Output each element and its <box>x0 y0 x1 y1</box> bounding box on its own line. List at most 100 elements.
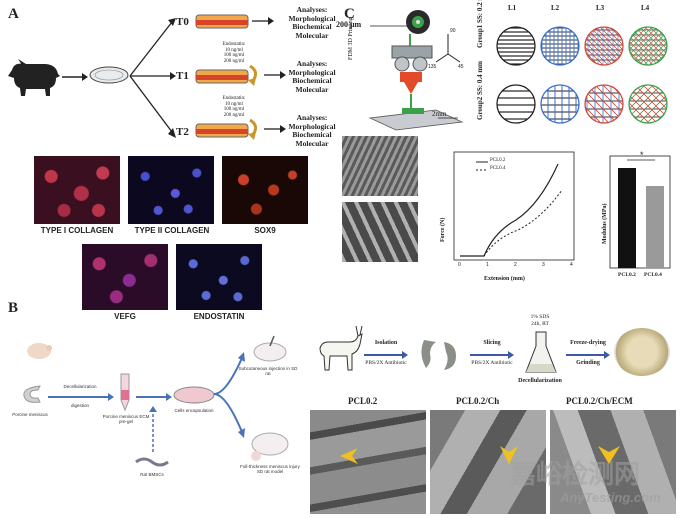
culture-dish-icon <box>195 118 257 140</box>
bmsc-cell-icon <box>135 457 169 467</box>
modulus-ylabel: Modulus (MPa) <box>602 203 608 245</box>
panel-c-letter: C <box>344 6 355 22</box>
label-rat-bmscs: Rat BMSCs <box>140 472 164 477</box>
stain-label: ENDOSTATIN <box>193 312 245 321</box>
bar-category: PCL0.2 <box>618 272 636 278</box>
label-digestion: digestion <box>70 403 89 408</box>
label-pbs-antibiotic: PBS/2X Antibiotic <box>471 360 513 366</box>
branch-arrows <box>129 18 176 138</box>
label-porcine-meniscus: Porcine meniscus <box>12 412 48 417</box>
group2-label: Group2 SS: 0.4 mm <box>476 61 484 120</box>
rat-injection-icon <box>253 335 287 362</box>
stain-label: VEFG <box>114 312 136 321</box>
layer-label: L1 <box>508 4 517 12</box>
watermark-text-en: AnyTesting.com <box>560 490 661 505</box>
infill-pattern-grid <box>496 26 668 124</box>
bar-pcl-0-2 <box>618 168 636 268</box>
fdm-printer-diagram <box>368 10 464 131</box>
branch-arrows <box>213 352 245 438</box>
sem-label: PCL0.2/Ch <box>456 396 500 406</box>
scale-label-200um: 200 μm <box>336 20 362 29</box>
petri-dish-icon <box>89 66 129 84</box>
angle-label: 45 <box>458 64 464 70</box>
arrow-icon <box>62 73 88 81</box>
arrowhead-icon <box>598 446 620 464</box>
stain-label: TYPE I COLLAGEN <box>40 226 114 235</box>
layer-label: L2 <box>551 4 560 12</box>
arrow-icon <box>264 125 286 133</box>
arrow-icon <box>470 351 514 359</box>
panel-a-letter: A <box>8 6 19 22</box>
panel-b-letter: B <box>8 300 19 316</box>
micrograph-endostatin <box>176 244 262 310</box>
sem-label: PCL0.2/Ch/ECM <box>566 396 633 406</box>
arrowhead-icon <box>500 446 518 464</box>
force-ylabel: Force (N) <box>440 217 446 242</box>
flask-icon <box>525 331 557 373</box>
arrowhead-icon <box>340 448 358 464</box>
layer-label: L4 <box>641 4 650 12</box>
force-extension-chart <box>453 151 575 261</box>
series-line-pcl-0-2 <box>460 163 559 257</box>
sem-image-pcl-0-4 <box>342 202 418 262</box>
label-decellularization: Decellularization <box>63 384 97 389</box>
stain-label: TYPE II COLLAGEN <box>134 226 210 235</box>
culture-dish-icon <box>195 14 249 29</box>
label-ecm-pregel: Porcine meniscus ECM pre-gel <box>102 414 150 424</box>
ecm-powder-image <box>614 328 670 376</box>
micrograph-sox9 <box>222 156 308 224</box>
arrow-icon <box>48 393 114 401</box>
goat-icon <box>319 325 363 371</box>
label-cells-encapsulation: Cells encapsulation <box>174 408 214 413</box>
label-time: 24h, RT <box>531 321 549 327</box>
tube-icon <box>120 373 130 412</box>
legend-item: PCL0.2 <box>490 158 506 163</box>
label-isolation: Isolation <box>374 340 398 346</box>
fdm-printing-label: FDM 3D Printing <box>348 17 354 60</box>
group1-label: Group1 SS: 0.2 mm <box>476 0 484 48</box>
label-grinding: Grinding <box>576 360 600 366</box>
meniscus-icon <box>23 385 41 403</box>
micrograph-type-ii-collagen <box>128 156 214 224</box>
layer-label: L3 <box>596 4 605 12</box>
pig-icon <box>8 59 60 96</box>
modulus-bar-chart <box>609 155 671 269</box>
label-full-thickness: Full-thickness meniscus injury SD rat mo… <box>240 464 300 474</box>
rat-injury-icon <box>251 432 289 461</box>
label-decellularization-right: Decellularization <box>518 378 562 384</box>
label-pbs-antibiotic: PBS/2X Antibiotic <box>365 360 407 366</box>
time-label-t0: T0 <box>176 16 189 28</box>
sem-label: PCL0.2 <box>348 396 378 406</box>
force-xlabel: Extension (mm) <box>484 276 525 282</box>
x-tick: 1 <box>486 262 489 268</box>
scale-label-2mm: 2mm <box>432 110 447 118</box>
dish-icon <box>173 386 215 404</box>
time-label-t2: T2 <box>176 126 189 138</box>
stain-label: SOX9 <box>254 226 276 235</box>
meniscus-sample-icon <box>421 340 456 370</box>
x-tick: 3 <box>542 262 545 268</box>
bar-category: PCL0.4 <box>644 272 662 278</box>
significance-mark: * <box>640 150 644 160</box>
time-label-t1: T1 <box>176 70 189 82</box>
bar-pcl-0-4 <box>646 186 664 268</box>
sem-image-pcl-0-2 <box>310 410 426 514</box>
label-sds: 1% SDS <box>530 314 550 320</box>
micrograph-vefg <box>82 244 168 310</box>
legend-item: PCL0.4 <box>490 166 506 171</box>
axis-triad-icon <box>435 34 461 63</box>
micrograph-type-i-collagen <box>34 156 120 224</box>
label-freeze-drying: Freeze-drying <box>570 340 606 346</box>
label-subcutaneous: Subcutaneous injection in SD rat <box>238 366 298 376</box>
sem-image-pcl-ch-ecm <box>550 410 676 514</box>
arrow-icon <box>252 17 274 25</box>
arrow-icon <box>364 351 408 359</box>
angle-label: 135 <box>428 64 437 70</box>
arrow-icon <box>566 351 610 359</box>
arrow-icon <box>264 71 286 79</box>
series-line-pcl-0-4 <box>460 189 563 257</box>
label-slicing: Slicing <box>483 340 501 346</box>
